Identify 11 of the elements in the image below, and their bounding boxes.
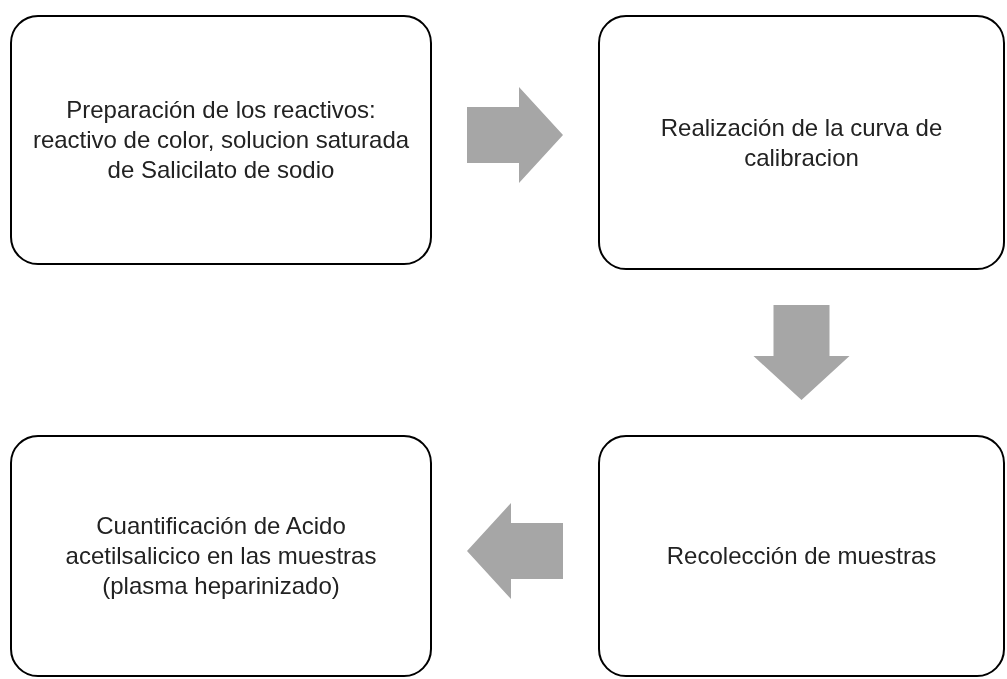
block-arrow <box>753 305 850 400</box>
process-box <box>598 435 1005 677</box>
step-text: Preparación de los reactivos: reactivo de color, solucion saturada de Salicilato de sodio <box>31 95 411 185</box>
step-text: Realización de la curva de calibracion <box>659 112 944 173</box>
block-arrow <box>467 503 563 599</box>
process-box <box>10 435 432 677</box>
step-text: Recolección de muestras <box>666 541 937 571</box>
block-arrow <box>467 87 563 183</box>
process-box <box>598 15 1005 270</box>
step-text: Cuantificación de Acido acetilsalicico en las muestras (plasma heparinizado) <box>64 511 378 601</box>
process-box <box>10 15 432 265</box>
